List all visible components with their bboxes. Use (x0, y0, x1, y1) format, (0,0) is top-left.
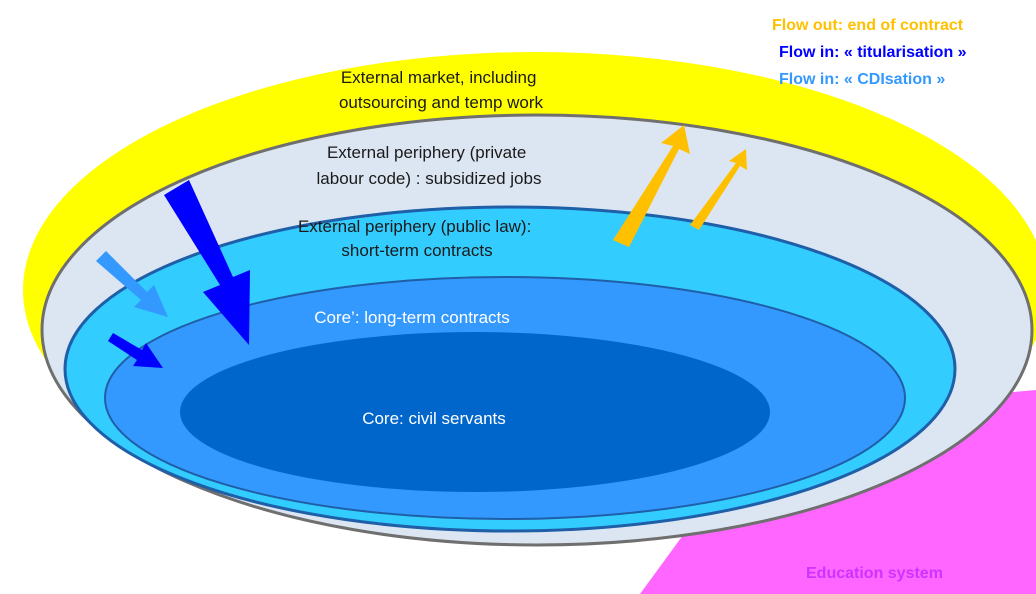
external-periphery-public-label: External periphery (public law): short-t… (298, 217, 536, 260)
core-prime-label: Core’: long-term contracts (314, 308, 510, 327)
core-label: Core: civil servants (362, 409, 506, 428)
flow-in-cdisation-arrow (96, 251, 168, 317)
external-periphery-public-label-line-2: short-term contracts (341, 241, 492, 260)
flow-in-titularisation-arrow-small (108, 333, 163, 368)
education-system-label: Education system (806, 565, 943, 582)
external-periphery-private-label-line-2: labour code) : subsidized jobs (317, 169, 542, 188)
flow-out-arrow-large (613, 125, 690, 247)
external-periphery-private-label-line-1: External periphery (private (327, 143, 526, 162)
legend-flow-in-titularisation: Flow in: « titularisation » (779, 44, 967, 61)
external-market-label-line-2: outsourcing and temp work (339, 93, 544, 112)
legend-flow-out: Flow out: end of contract (772, 17, 964, 34)
external-periphery-public-label-line-1: External periphery (public law): (298, 217, 531, 236)
flow-in-titularisation-arrow-large (164, 180, 250, 345)
flow-out-arrow-small (690, 149, 747, 230)
external-periphery-private-label: External periphery (private labour code)… (317, 143, 542, 188)
legend-flow-in-cdisation: Flow in: « CDIsation » (779, 71, 945, 88)
external-market-label: External market, including outsourcing a… (339, 68, 544, 112)
external-market-label-line-1: External market, including (341, 68, 537, 87)
core-ring (180, 332, 770, 492)
